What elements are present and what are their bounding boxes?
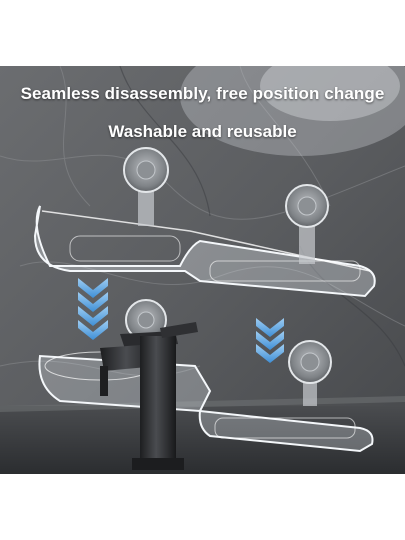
triple-chevron-down-icon [256, 318, 284, 363]
suction-cup-upper-left [123, 147, 169, 226]
headline-caption: Seamless disassembly, free position chan… [20, 84, 385, 103]
product-photo [0, 66, 405, 474]
suction-cup-upper-right [285, 184, 329, 264]
counter-top [0, 406, 405, 474]
mirror-reflection [180, 66, 405, 156]
faucet [100, 322, 198, 470]
lower-shelf-right [198, 409, 374, 453]
triple-chevron-down-icon [78, 278, 108, 340]
suction-cup-lower-left [125, 299, 167, 341]
subline-caption: Washable and reusable [108, 122, 297, 141]
suction-cup-lower-right [288, 340, 332, 406]
